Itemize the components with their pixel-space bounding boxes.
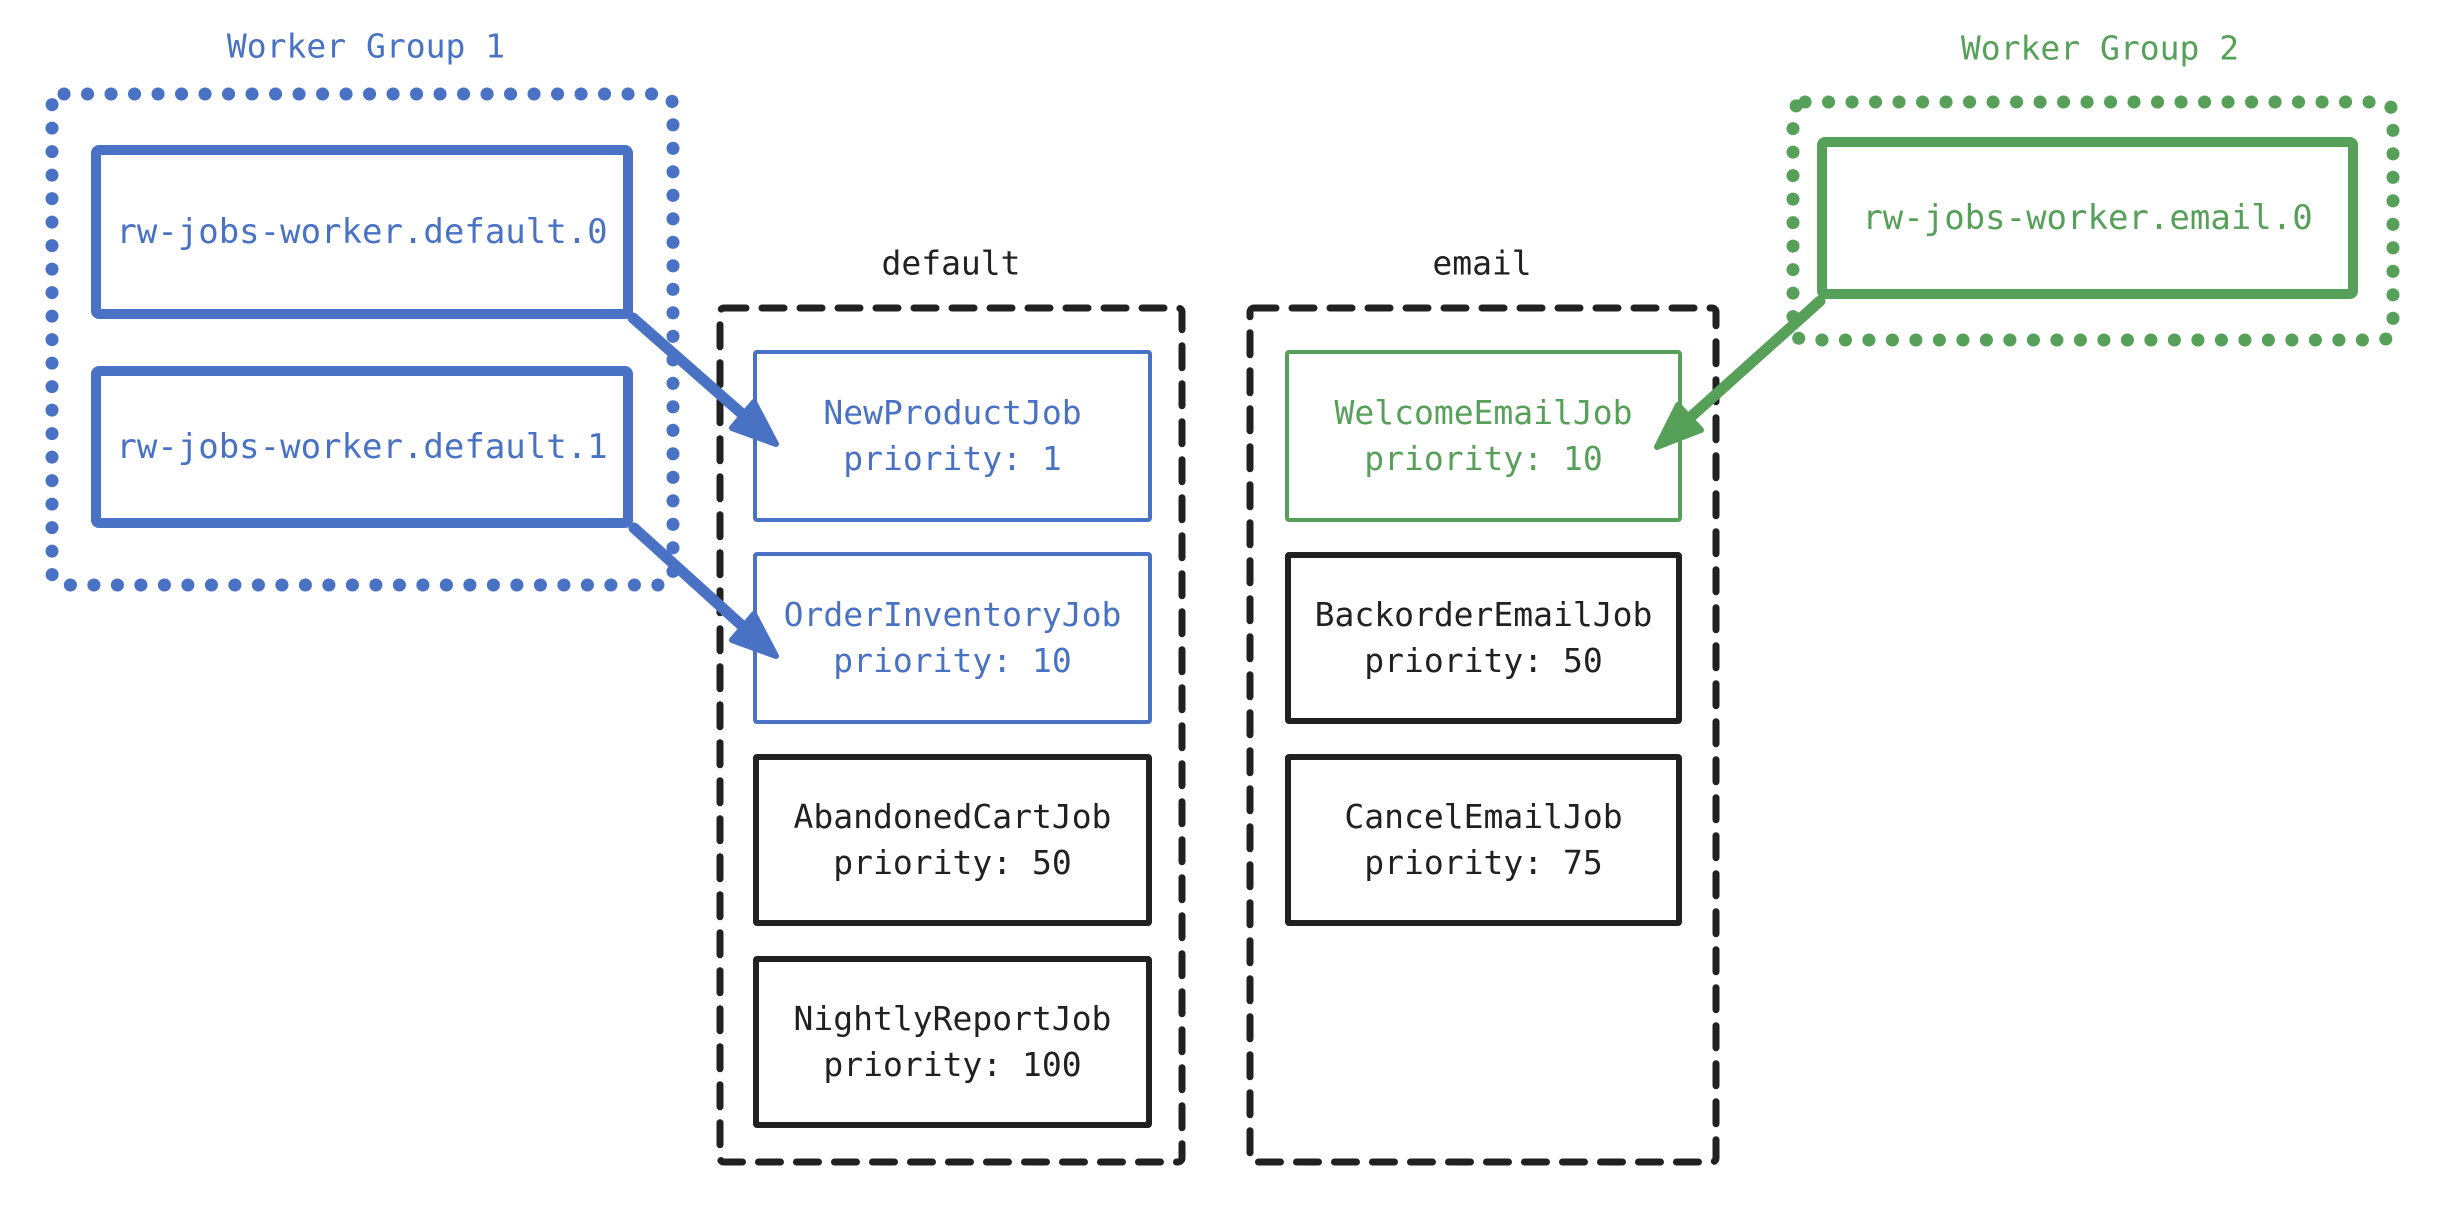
job-box-newproductjob: NewProductJob priority: 1: [753, 350, 1152, 522]
job-priority: priority: 100: [823, 1045, 1082, 1084]
worker-group-1-title: Worker Group 1: [226, 26, 506, 66]
job-name: WelcomeEmailJob: [1334, 393, 1633, 432]
default-queue-title: default: [881, 243, 1021, 283]
worker-label: rw-jobs-worker.default.1: [116, 427, 608, 467]
job-priority: priority: 10: [833, 641, 1072, 680]
job-box-orderinventoryjob: OrderInventoryJob priority: 10: [753, 552, 1152, 724]
worker-box-default-0: rw-jobs-worker.default.0: [91, 145, 633, 319]
job-name: NewProductJob: [823, 393, 1082, 432]
job-name: CancelEmailJob: [1344, 797, 1623, 836]
worker-box-default-1: rw-jobs-worker.default.1: [91, 366, 633, 528]
worker-group-2-title: Worker Group 2: [1960, 28, 2240, 68]
job-box-nightlyreportjob: NightlyReportJob priority: 100: [753, 956, 1152, 1128]
email-queue-title: email: [1432, 243, 1532, 283]
job-priority: priority: 75: [1364, 843, 1603, 882]
job-box-welcomeemailjob: WelcomeEmailJob priority: 10: [1285, 350, 1682, 522]
job-priority: priority: 10: [1364, 439, 1603, 478]
worker-label: rw-jobs-worker.default.0: [116, 212, 608, 252]
job-name: BackorderEmailJob: [1314, 595, 1653, 634]
job-box-abandonedcartjob: AbandonedCartJob priority: 50: [753, 754, 1152, 926]
job-priority: priority: 50: [833, 843, 1072, 882]
job-box-cancelemailjob: CancelEmailJob priority: 75: [1285, 754, 1682, 926]
job-name: OrderInventoryJob: [783, 595, 1122, 634]
job-priority: priority: 1: [843, 439, 1062, 478]
worker-box-email-0: rw-jobs-worker.email.0: [1817, 137, 2358, 299]
worker-label: rw-jobs-worker.email.0: [1862, 198, 2313, 238]
job-box-backorderemailjob: BackorderEmailJob priority: 50: [1285, 552, 1682, 724]
job-name: NightlyReportJob: [793, 999, 1112, 1038]
job-name: AbandonedCartJob: [793, 797, 1112, 836]
job-priority: priority: 50: [1364, 641, 1603, 680]
